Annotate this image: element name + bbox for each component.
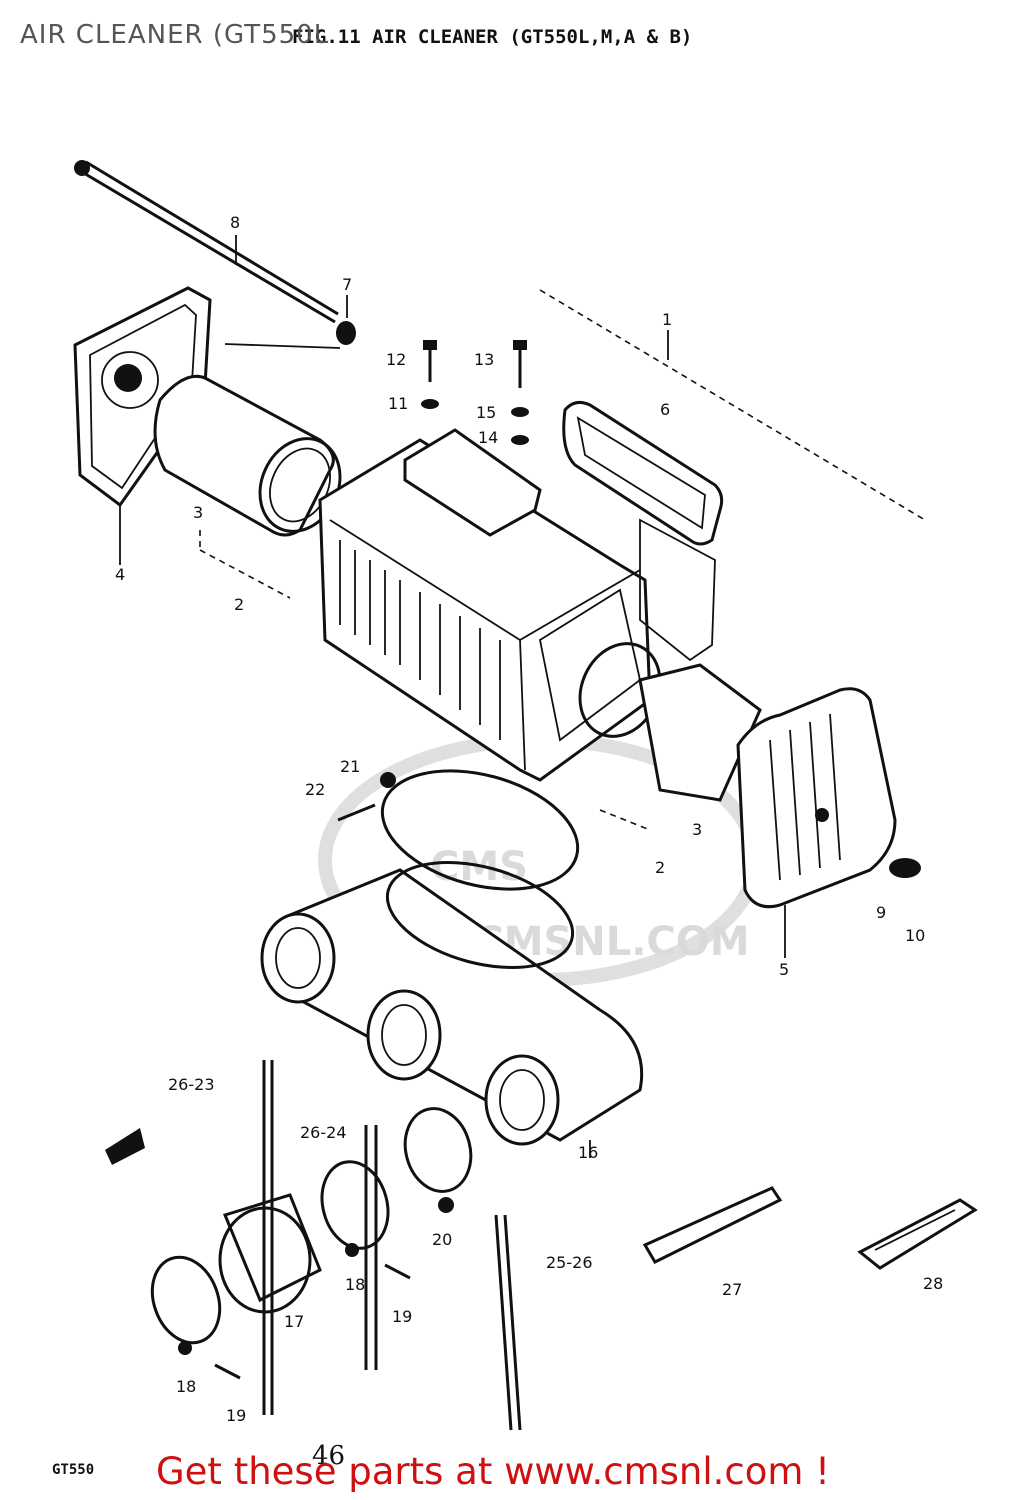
callout-18-left: 18 bbox=[176, 1377, 196, 1396]
air-cleaner-case bbox=[318, 428, 652, 782]
intake-duct bbox=[260, 861, 644, 1146]
callout-18-right: 18 bbox=[345, 1275, 365, 1294]
callout-16: 16 bbox=[578, 1143, 598, 1162]
page-title: AIR CLEANER (GT550L bbox=[20, 20, 330, 50]
callout-25-26: 25-26 bbox=[546, 1253, 593, 1272]
callout-5: 5 bbox=[779, 960, 789, 979]
callout-9: 9 bbox=[876, 903, 886, 922]
right-cover bbox=[736, 687, 921, 909]
callout-28: 28 bbox=[923, 1274, 943, 1293]
callout-22: 22 bbox=[305, 780, 325, 799]
callout-21: 21 bbox=[340, 757, 360, 776]
cap-nut bbox=[224, 321, 356, 349]
callout-3-left: 3 bbox=[193, 503, 203, 522]
callout-3-right: 3 bbox=[692, 820, 702, 839]
label-strip-and-holder bbox=[642, 1186, 978, 1270]
screws-and-washers bbox=[421, 340, 529, 445]
callout-14: 14 bbox=[478, 428, 498, 447]
callout-17: 17 bbox=[284, 1312, 304, 1331]
callout-labels: 1 2 2 3 3 4 5 6 7 8 9 10 11 12 13 14 15 … bbox=[115, 213, 943, 1425]
callout-19-left: 19 bbox=[226, 1406, 246, 1425]
long-bolt-rod bbox=[74, 160, 339, 324]
model-code: GT550 bbox=[52, 1462, 94, 1478]
leader-lines bbox=[119, 235, 926, 1158]
callout-20: 20 bbox=[432, 1230, 452, 1249]
callout-15: 15 bbox=[476, 403, 496, 422]
callout-11: 11 bbox=[388, 394, 408, 413]
gasket bbox=[562, 400, 724, 662]
callout-2-left: 2 bbox=[234, 595, 244, 614]
callout-4: 4 bbox=[115, 565, 125, 584]
page-number: 46 bbox=[312, 1441, 345, 1471]
lower-clamps-and-joints bbox=[150, 1107, 473, 1380]
callout-2-right: 2 bbox=[655, 858, 665, 877]
callout-8: 8 bbox=[230, 213, 240, 232]
figure-title: FIG.11 AIR CLEANER (GT550L,M,A & B) bbox=[292, 26, 693, 48]
callout-27: 27 bbox=[722, 1280, 742, 1299]
callout-19-right: 19 bbox=[392, 1307, 412, 1326]
callout-7: 7 bbox=[342, 275, 352, 294]
band-clamp-ring bbox=[337, 769, 580, 891]
callout-10: 10 bbox=[905, 926, 925, 945]
callout-26-23: 26-23 bbox=[168, 1075, 215, 1094]
callout-13: 13 bbox=[474, 350, 494, 369]
callout-12: 12 bbox=[386, 350, 406, 369]
breather-hoses bbox=[105, 1060, 522, 1431]
callout-26-24: 26-24 bbox=[300, 1123, 347, 1142]
callout-1: 1 bbox=[662, 310, 672, 329]
footer-parts-link[interactable]: Get these parts at www.cmsnl.com ! bbox=[156, 1450, 831, 1493]
filter-element-left bbox=[153, 374, 342, 537]
callout-6: 6 bbox=[660, 400, 670, 419]
